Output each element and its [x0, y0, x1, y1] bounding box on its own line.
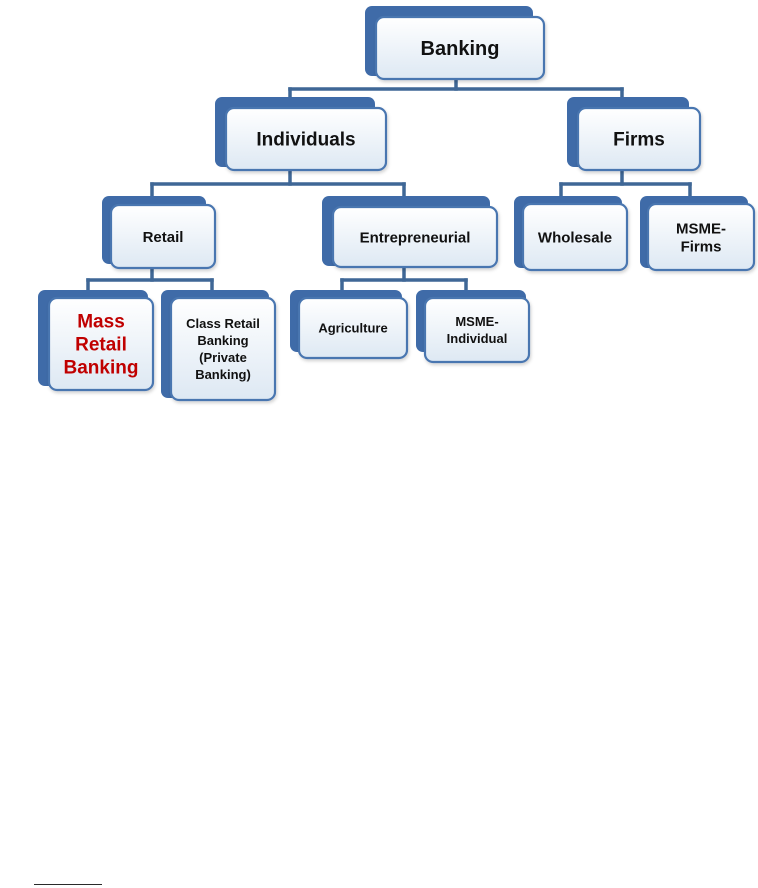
node-msme-individual: MSME- Individual: [416, 290, 529, 362]
node-wholesale-label: Wholesale: [538, 229, 612, 246]
node-firms: Firms: [567, 97, 700, 170]
node-msme-firms: MSME-Firms: [640, 196, 754, 270]
node-agriculture: Agriculture: [290, 290, 407, 358]
node-individuals-label: Individuals: [256, 130, 355, 151]
node-class-retail-banking-line-3: (Private: [199, 350, 247, 365]
node-wholesale: Wholesale: [514, 196, 627, 270]
node-mass-retail-banking-line-1: Mass: [77, 312, 125, 333]
node-entrepreneurial: Entrepreneurial: [322, 196, 497, 267]
node-msme-firms-label: MSME-Firms: [676, 220, 726, 255]
node-entrepreneurial-line-1: Entrepreneurial: [360, 229, 471, 246]
node-mass-retail-banking-line-2: Retail: [75, 335, 127, 356]
node-msme-firms-line-1: MSME-: [676, 220, 726, 237]
node-banking: Banking: [365, 6, 544, 79]
node-wholesale-line-1: Wholesale: [538, 229, 612, 246]
node-firms-line-1: Firms: [613, 130, 665, 151]
node-banking-label: Banking: [421, 38, 500, 60]
node-msme-individual-front-card: [425, 298, 529, 362]
node-entrepreneurial-label: Entrepreneurial: [360, 229, 471, 246]
node-individuals: Individuals: [215, 97, 386, 170]
node-individuals-line-1: Individuals: [256, 130, 355, 151]
node-agriculture-label: Agriculture: [318, 321, 387, 336]
node-firms-label: Firms: [613, 130, 665, 151]
node-class-retail-banking-line-4: Banking): [195, 367, 251, 382]
footer-rule: [34, 884, 102, 885]
node-banking-line-1: Banking: [421, 38, 500, 60]
node-msme-individual-line-2: Individual: [447, 331, 508, 346]
node-retail-line-1: Retail: [143, 229, 184, 246]
node-mass-retail-banking-line-3: Banking: [64, 358, 139, 379]
node-class-retail-banking-line-1: Class Retail: [186, 316, 260, 331]
node-msme-individual-line-1: MSME-: [455, 314, 498, 329]
node-retail: Retail: [102, 196, 215, 268]
node-retail-label: Retail: [143, 229, 184, 246]
node-agriculture-line-1: Agriculture: [318, 321, 387, 336]
node-class-retail-banking-front-card: [171, 298, 275, 400]
node-msme-firms-line-2: Firms: [681, 238, 722, 255]
node-class-retail-banking-line-2: Banking: [197, 333, 248, 348]
